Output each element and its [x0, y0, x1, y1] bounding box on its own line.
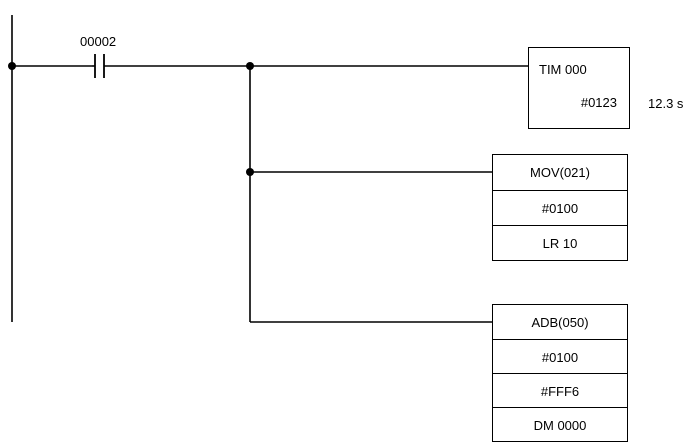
- mov-destination-operand: LR 10: [493, 225, 627, 262]
- timer-instruction-label: TIM 000: [539, 62, 587, 77]
- adb-instruction-block: ADB(050) #0100 #FFF6 DM 0000: [492, 304, 628, 442]
- timer-instruction-block: TIM 000 #0123: [528, 47, 630, 129]
- mov-instruction-block: MOV(021) #0100 LR 10: [492, 154, 628, 261]
- contact-address-label: 00002: [80, 34, 117, 49]
- mov-instruction-label: MOV(021): [530, 165, 590, 180]
- adb-augend-operand: #0100: [493, 339, 627, 376]
- mov-source-operand: #0100: [493, 190, 627, 227]
- adb-addend-operand: #FFF6: [493, 373, 627, 410]
- adb-instruction-label: ADB(050): [531, 315, 589, 330]
- timer-time-note: 12.3 s: [648, 96, 684, 111]
- timer-setvalue: #0123: [580, 95, 617, 110]
- adb-result-operand: DM 0000: [493, 407, 627, 444]
